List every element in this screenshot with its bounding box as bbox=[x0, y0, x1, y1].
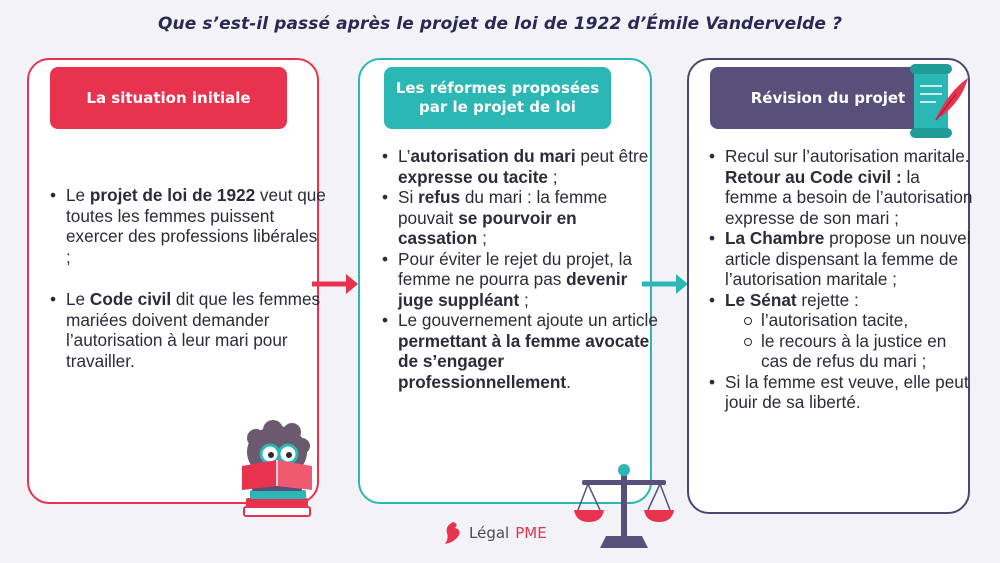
logo-text: Légal bbox=[469, 524, 510, 542]
header-initial-situation: La situation initiale bbox=[50, 67, 287, 129]
list-item: Si la femme est veuve, elle peut jouir d… bbox=[709, 372, 977, 413]
list-item: Le Code civil dit que les femmes mariées… bbox=[50, 289, 326, 371]
scales-of-justice-icon bbox=[574, 464, 674, 548]
list-item: Si refus du mari : la femme pouvait se p… bbox=[382, 187, 660, 249]
list-item: Le Sénat rejette : l’autorisation tacite… bbox=[709, 290, 977, 372]
brand-logo: Légal PME bbox=[443, 520, 547, 546]
scroll-quill-icon bbox=[910, 64, 968, 138]
header-project-revision: Révision du projet bbox=[710, 67, 946, 129]
list-item: Pour éviter le rejet du projet, la femme… bbox=[382, 249, 660, 311]
arrow-right-icon bbox=[312, 274, 358, 294]
sub-list: l’autorisation tacite, le recours à la j… bbox=[725, 310, 977, 372]
arrow-right-icon bbox=[642, 274, 688, 294]
header-proposed-reforms: Les réformes proposées par le projet de … bbox=[384, 67, 611, 129]
logo-accent: PME bbox=[515, 524, 547, 542]
list-item: Le projet de loi de 1922 veut que toutes… bbox=[50, 185, 326, 267]
list-item: Recul sur l’autorisation maritale. Retou… bbox=[709, 146, 977, 228]
list-proposed-reforms: L’autorisation du mari peut être express… bbox=[380, 146, 660, 392]
list-item: La Chambre propose un nouvel article dis… bbox=[709, 228, 977, 290]
logo-mark-icon bbox=[445, 522, 460, 544]
list-item: L’autorisation du mari peut être express… bbox=[382, 146, 660, 187]
sub-list-item: l’autorisation tacite, bbox=[744, 310, 977, 331]
reading-character-icon bbox=[242, 420, 312, 517]
list-project-revision: Recul sur l’autorisation maritale. Retou… bbox=[707, 146, 977, 413]
list-initial-situation: Le projet de loi de 1922 veut que toutes… bbox=[48, 185, 326, 371]
page-title: Que s’est-il passé après le projet de lo… bbox=[157, 14, 843, 34]
sub-list-item: le recours à la justice en cas de refus … bbox=[744, 331, 977, 372]
list-item: Le gouvernement ajoute un article permet… bbox=[382, 310, 660, 392]
